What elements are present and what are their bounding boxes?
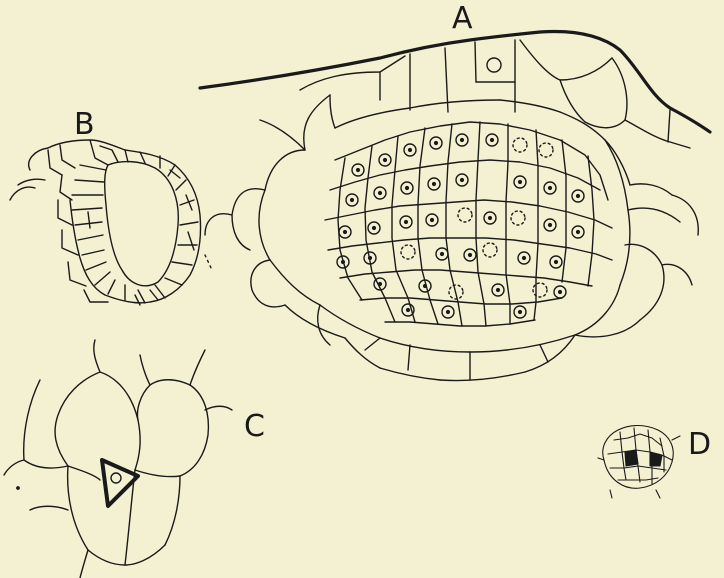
panel-d-small-cluster [598, 426, 680, 499]
panel-a-tissue-section [200, 32, 710, 381]
panel-a-epidermis [200, 32, 710, 132]
panel-b-ring-section [10, 140, 212, 305]
panel-b-cells [48, 140, 198, 305]
panel-label-c: C [244, 412, 265, 442]
panel-label-b: B [74, 110, 95, 140]
panel-label-d: D [688, 430, 711, 460]
panel-label-a: A [452, 4, 473, 34]
panel-c-thick-cell [102, 460, 138, 506]
panel-c-cell-group [4, 340, 232, 578]
